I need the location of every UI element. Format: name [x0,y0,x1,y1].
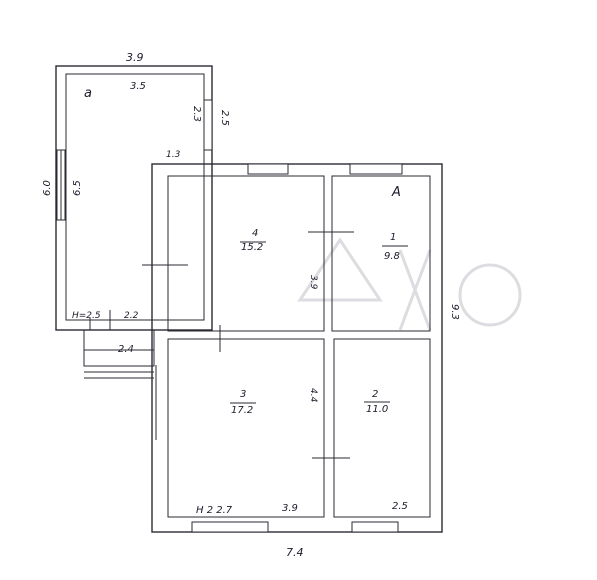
house-structure [142,163,443,533]
house-right-height: 9.3 [449,304,460,320]
porch-top-width: 3.9 [126,51,144,64]
porch-right-outer: 2.5 [219,110,230,126]
porch-inner-width: 3.5 [130,81,146,92]
room-1-number: 1 [390,232,396,243]
house-bottom-inner-width: 3.9 [282,503,298,514]
room-1-area: 9.8 [384,251,400,262]
house-bottom-width: 7.4 [286,546,304,559]
room-2-number: 2 [372,389,378,400]
room2-width: 2.5 [392,501,408,512]
porch-left-inner-height: 6.5 [72,180,83,196]
room-2-area: 11.0 [366,404,388,415]
watermark [297,237,522,331]
porch-step-width: 2.4 [118,344,134,355]
room-3-area: 17.2 [231,405,253,416]
room-4-number: 4 [252,228,258,239]
house-label: А [391,185,401,200]
porch-right-inner: 2.3 [191,106,202,122]
room-4-area: 15.2 [241,242,263,253]
porch-label: а [84,86,92,101]
porch-structure [55,65,213,379]
porch-left-outer-height: 6.0 [42,180,53,196]
house-bottom-height: Н 2 2.7 [196,505,233,516]
porch-bottom-right: 2.2 [124,311,139,321]
porch-bottom-height: Н=2.5 [72,311,101,321]
room-3-number: 3 [240,389,246,400]
house-side-mark: 4.4 [308,388,318,403]
porch-top-wall-note: 1.3 [166,150,181,160]
house-inner-height: 3.9 [308,275,318,290]
